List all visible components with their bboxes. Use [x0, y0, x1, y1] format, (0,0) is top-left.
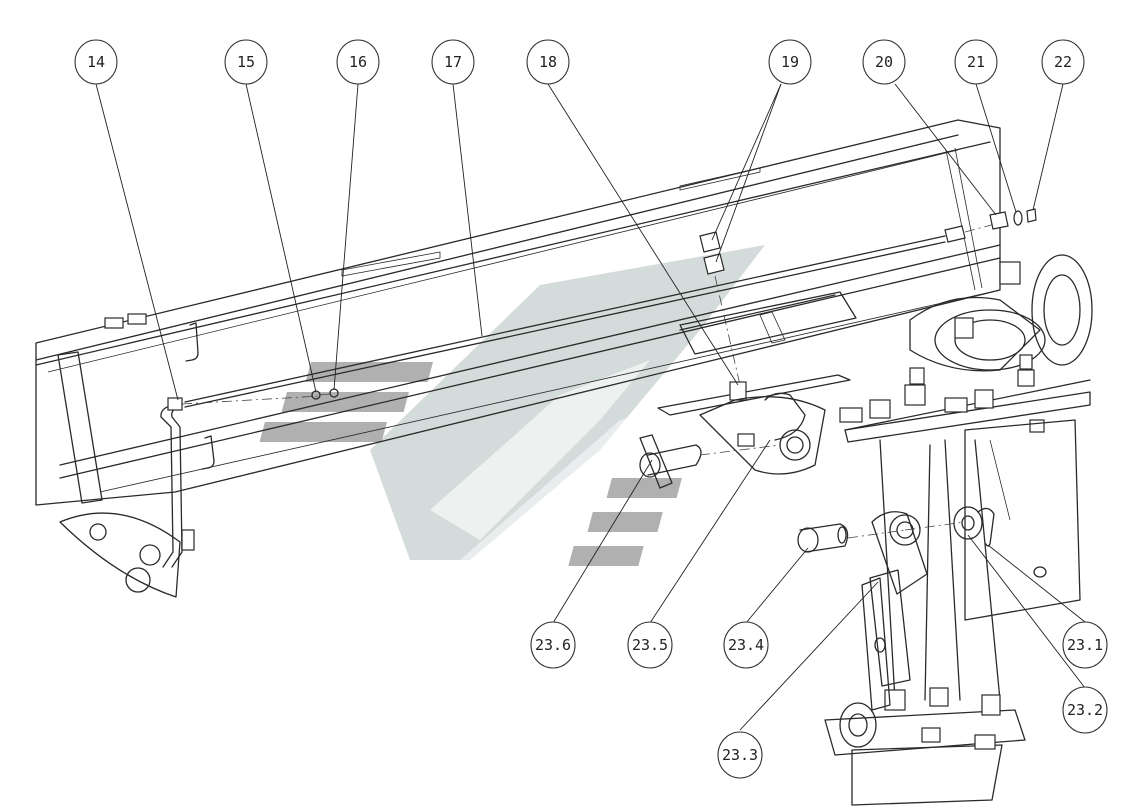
callout-20: 20 — [862, 39, 906, 85]
callout-23-2-label: 23.2 — [1067, 701, 1103, 719]
callout-14-label: 14 — [87, 53, 105, 71]
nuts-19 — [699, 231, 741, 386]
callout-14: 14 — [74, 39, 118, 85]
callout-21: 21 — [954, 39, 998, 85]
callout-23-1-label: 23.1 — [1067, 636, 1103, 654]
callout-15-label: 15 — [237, 53, 255, 71]
callout-19-label: 19 — [781, 53, 799, 71]
callout-20-label: 20 — [875, 53, 893, 71]
callout-23-4: 23.4 — [723, 621, 769, 669]
callout-23-5-label: 23.5 — [632, 636, 668, 654]
pin-23-6 — [639, 434, 781, 489]
callout-18-label: 18 — [539, 53, 557, 71]
right-mount — [909, 254, 1093, 372]
callout-15: 15 — [224, 39, 268, 85]
callout-22: 22 — [1041, 39, 1085, 85]
pin-23-4 — [797, 523, 849, 553]
callout-23-1: 23.1 — [1062, 621, 1108, 669]
callout-21-label: 21 — [967, 53, 985, 71]
callout-16: 16 — [336, 39, 380, 85]
bracket-plate — [657, 291, 857, 475]
watermark-logo — [259, 245, 765, 566]
main-boom — [35, 119, 1001, 506]
callout-23-2: 23.2 — [1062, 686, 1108, 734]
callout-23-6: 23.6 — [530, 621, 576, 669]
callout-18: 18 — [526, 39, 570, 85]
callout-22-label: 22 — [1054, 53, 1072, 71]
support-beam — [839, 354, 1091, 443]
callout-19: 19 — [768, 39, 812, 85]
callout-23-4-label: 23.4 — [728, 636, 764, 654]
support-column — [824, 419, 1081, 806]
washer-clip — [953, 506, 995, 547]
callout-23-3: 23.3 — [717, 731, 763, 779]
hydraulic-cylinder — [847, 511, 966, 711]
left-hub — [59, 512, 195, 598]
leader-lines — [95, 83, 1086, 731]
callout-17-label: 17 — [444, 53, 462, 71]
callout-23-6-label: 23.6 — [535, 636, 571, 654]
callout-23-3-label: 23.3 — [722, 746, 758, 764]
callout-17: 17 — [431, 39, 475, 85]
callout-23-5: 23.5 — [627, 621, 673, 669]
callout-16-label: 16 — [349, 53, 367, 71]
